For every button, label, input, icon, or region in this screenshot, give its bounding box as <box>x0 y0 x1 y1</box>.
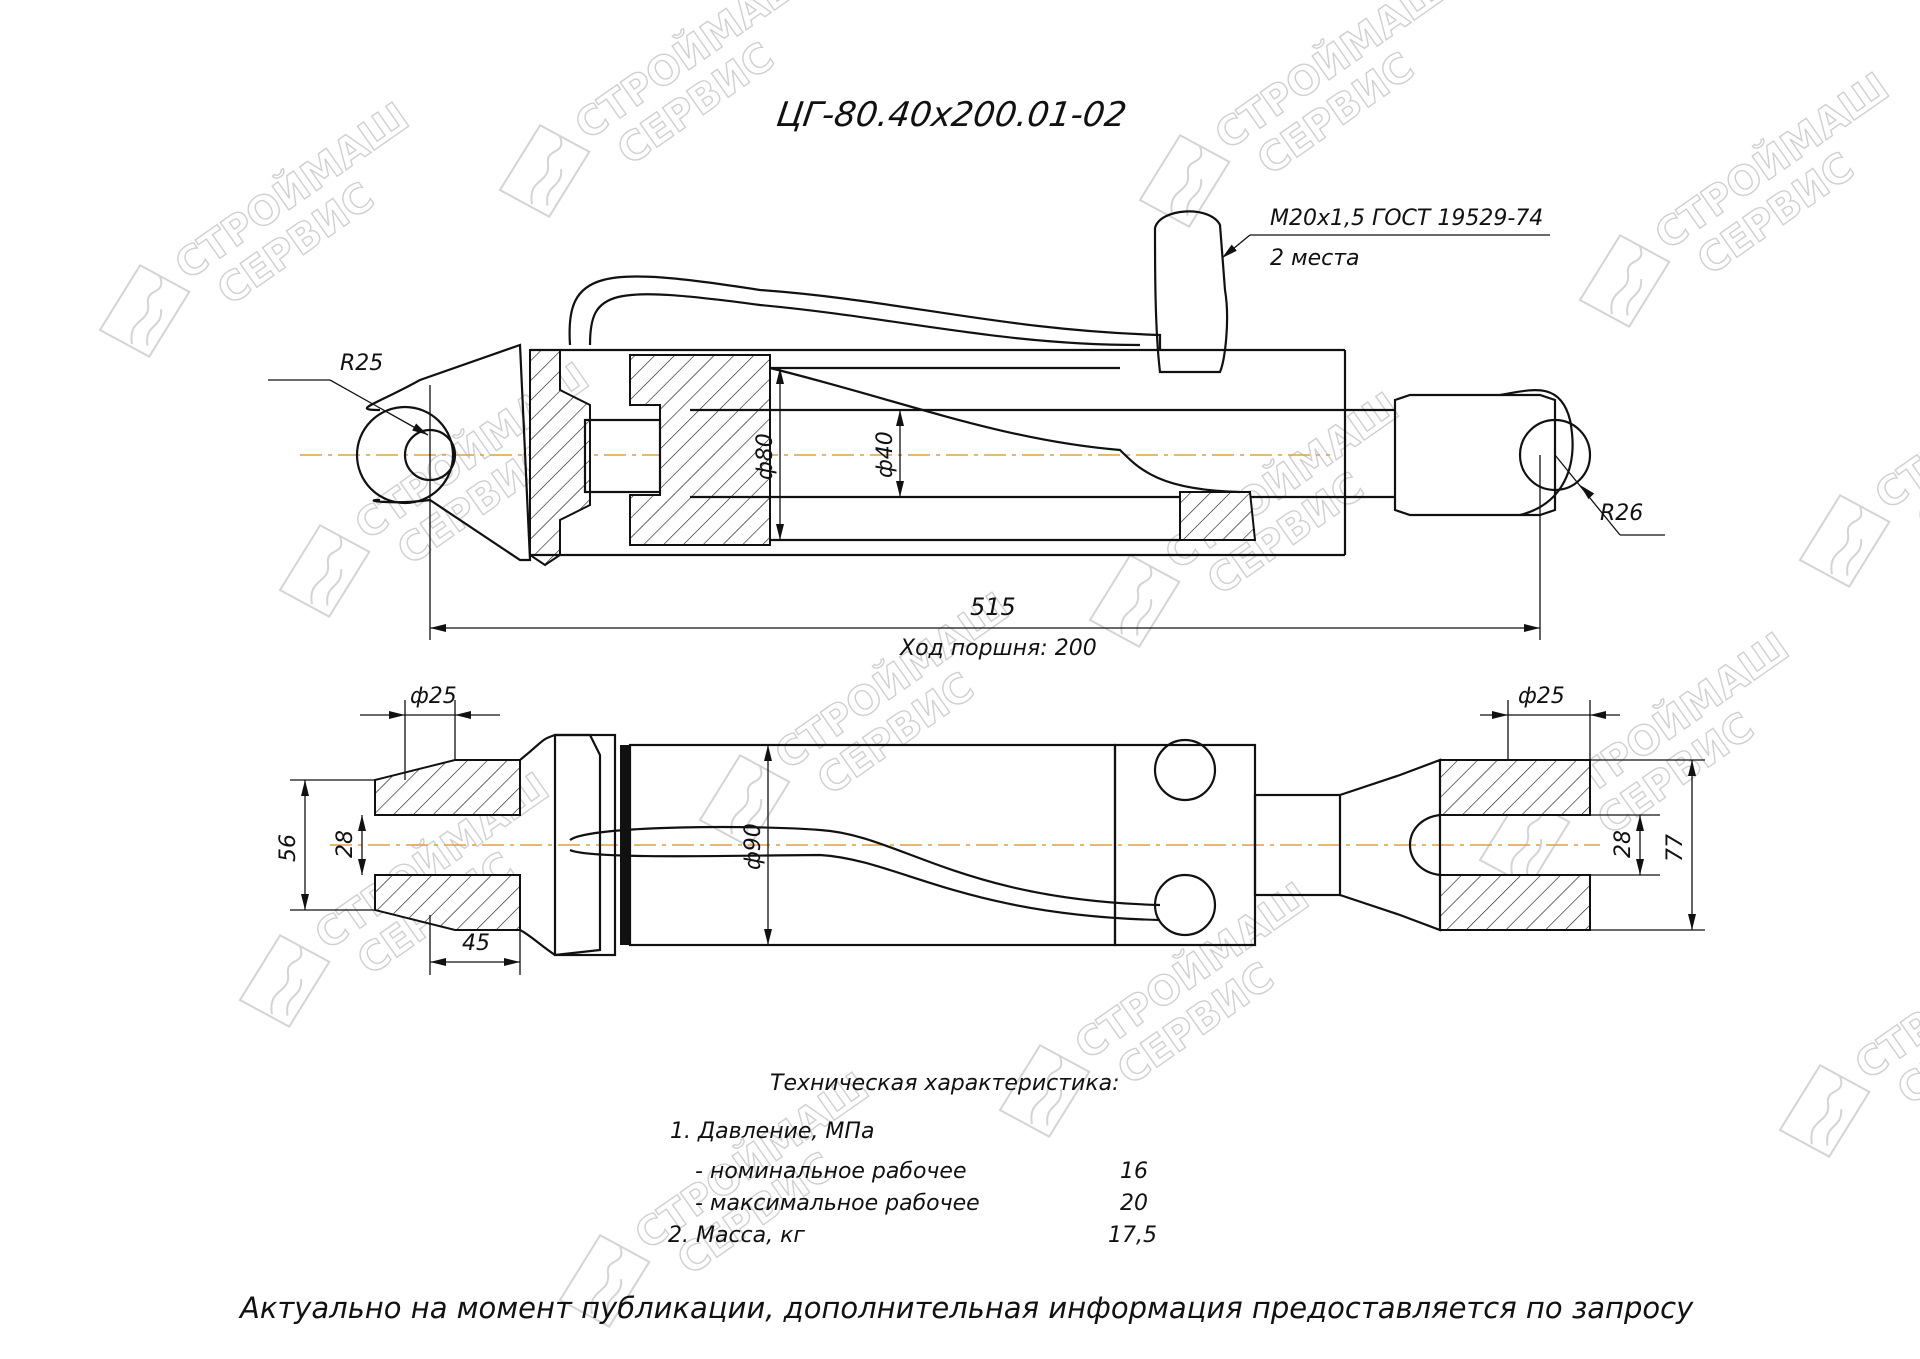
r25-arrow <box>412 423 428 435</box>
length-arrow-right <box>1524 624 1540 632</box>
length-arrow-left <box>430 624 446 632</box>
width-right-outer-label: 77 <box>1663 834 1688 862</box>
right-eye-section-bottom <box>1439 874 1591 931</box>
rod-end <box>1393 393 1557 517</box>
cap-band <box>553 733 617 957</box>
port-fitting-upper <box>1153 738 1217 802</box>
r-left-label: R25 <box>340 351 383 376</box>
specs-mass-label: 2. Масса, кг <box>668 1223 805 1248</box>
thread-arrow <box>1222 244 1237 258</box>
len45-arrow-right <box>504 958 520 966</box>
gland-section <box>1179 491 1257 541</box>
top-view: R25 М20х1,5 ГОСТ 19529-74 2 места ф80 ф4… <box>268 206 1665 661</box>
r25-leader <box>329 379 429 436</box>
right-eye-section-top <box>1439 759 1591 816</box>
pipe-bottom <box>569 825 1161 907</box>
w56-arrow-top <box>301 780 309 796</box>
rod-arrow-bottom <box>896 481 904 497</box>
length-label: 515 <box>970 593 1016 621</box>
right-pin-hole <box>1518 418 1592 492</box>
left-eye <box>365 343 532 562</box>
watermark-text: СТРОЙМАШ <box>1866 323 1920 519</box>
pin-right-arrow-b <box>1590 711 1606 719</box>
bore-label: ф80 <box>753 433 778 480</box>
w77-arrow-top <box>1688 760 1696 776</box>
seal-ring <box>620 745 630 945</box>
w28r-arrow-top <box>1636 815 1644 831</box>
w28r-arrow-bottom <box>1636 859 1644 875</box>
specs-nominal-value: 16 <box>1120 1159 1148 1184</box>
rod-label: ф40 <box>873 431 898 478</box>
piston-section <box>629 354 771 546</box>
left-eye-outline <box>355 405 455 505</box>
width-right-inner-label: 28 <box>1611 830 1636 858</box>
port-fitting <box>1153 210 1229 374</box>
specs-item-pressure: 1. Давление, МПа <box>670 1119 874 1144</box>
body-dia-arrow-bottom <box>764 929 772 945</box>
rod-end-nut <box>583 418 662 494</box>
places-label: 2 места <box>1270 246 1360 271</box>
left-eye-section-bottom <box>374 874 521 931</box>
left-eye-section-top <box>374 759 521 816</box>
specs-max-value: 20 <box>1120 1191 1148 1216</box>
specs-mass-value: 17,5 <box>1108 1223 1157 1248</box>
specs-nominal-label: - номинальное рабочее <box>695 1159 966 1184</box>
w77-arrow-bottom <box>1688 914 1696 930</box>
bottom-view: ф25 56 28 45 ф90 ф25 28 77 <box>276 684 1705 975</box>
tube-curve <box>769 366 1241 494</box>
port-fitting-lower <box>1153 873 1217 937</box>
r-right-label: R26 <box>1600 501 1643 526</box>
rod-arrow-top <box>896 410 904 426</box>
rod-bottom-view <box>1253 793 1342 897</box>
pin-left-arrow-a <box>389 711 405 719</box>
watermark-text: СТРОЙМАШ <box>1846 893 1920 1089</box>
bore-arrow-bottom <box>776 524 784 540</box>
specs-max-label: - максимальное рабочее <box>695 1191 980 1216</box>
footer-note: Актуально на момент публикации, дополнит… <box>238 1291 1694 1325</box>
len45-arrow-left <box>430 958 446 966</box>
w56-arrow-bottom <box>301 894 309 910</box>
bore-arrow-top <box>776 368 784 384</box>
pipe-top-inner <box>588 293 1141 347</box>
specifications: Техническая характеристика: 1. Давление,… <box>668 1071 1157 1248</box>
pin-right-label: ф25 <box>1518 684 1565 709</box>
width-left-outer-label: 56 <box>276 834 301 862</box>
specs-heading: Техническая характеристика: <box>770 1071 1120 1096</box>
w28-arrow-top <box>358 815 366 831</box>
left-eye-body <box>519 733 602 957</box>
right-eye-body <box>1339 758 1442 932</box>
width-left-inner-label: 28 <box>333 830 358 858</box>
pin-right-arrow-a <box>1492 711 1508 719</box>
stroke-label: Ход поршня: 200 <box>899 636 1097 661</box>
thread-label: М20х1,5 ГОСТ 19529-74 <box>1270 206 1543 231</box>
body-dia-arrow-top <box>764 745 772 761</box>
cap-section <box>529 349 591 567</box>
pin-left-arrow-b <box>455 711 471 719</box>
pin-left-label: ф25 <box>410 684 457 709</box>
pipe-top <box>568 275 1162 350</box>
w28-arrow-bottom <box>358 859 366 875</box>
body-dia-label: ф90 <box>741 823 766 870</box>
right-eye-outline <box>1499 389 1574 517</box>
eye-left-len-label: 45 <box>462 931 490 956</box>
drawing-title: ЦГ-80.40х200.01-02 <box>774 95 1129 135</box>
r26-arrow <box>1580 485 1595 500</box>
